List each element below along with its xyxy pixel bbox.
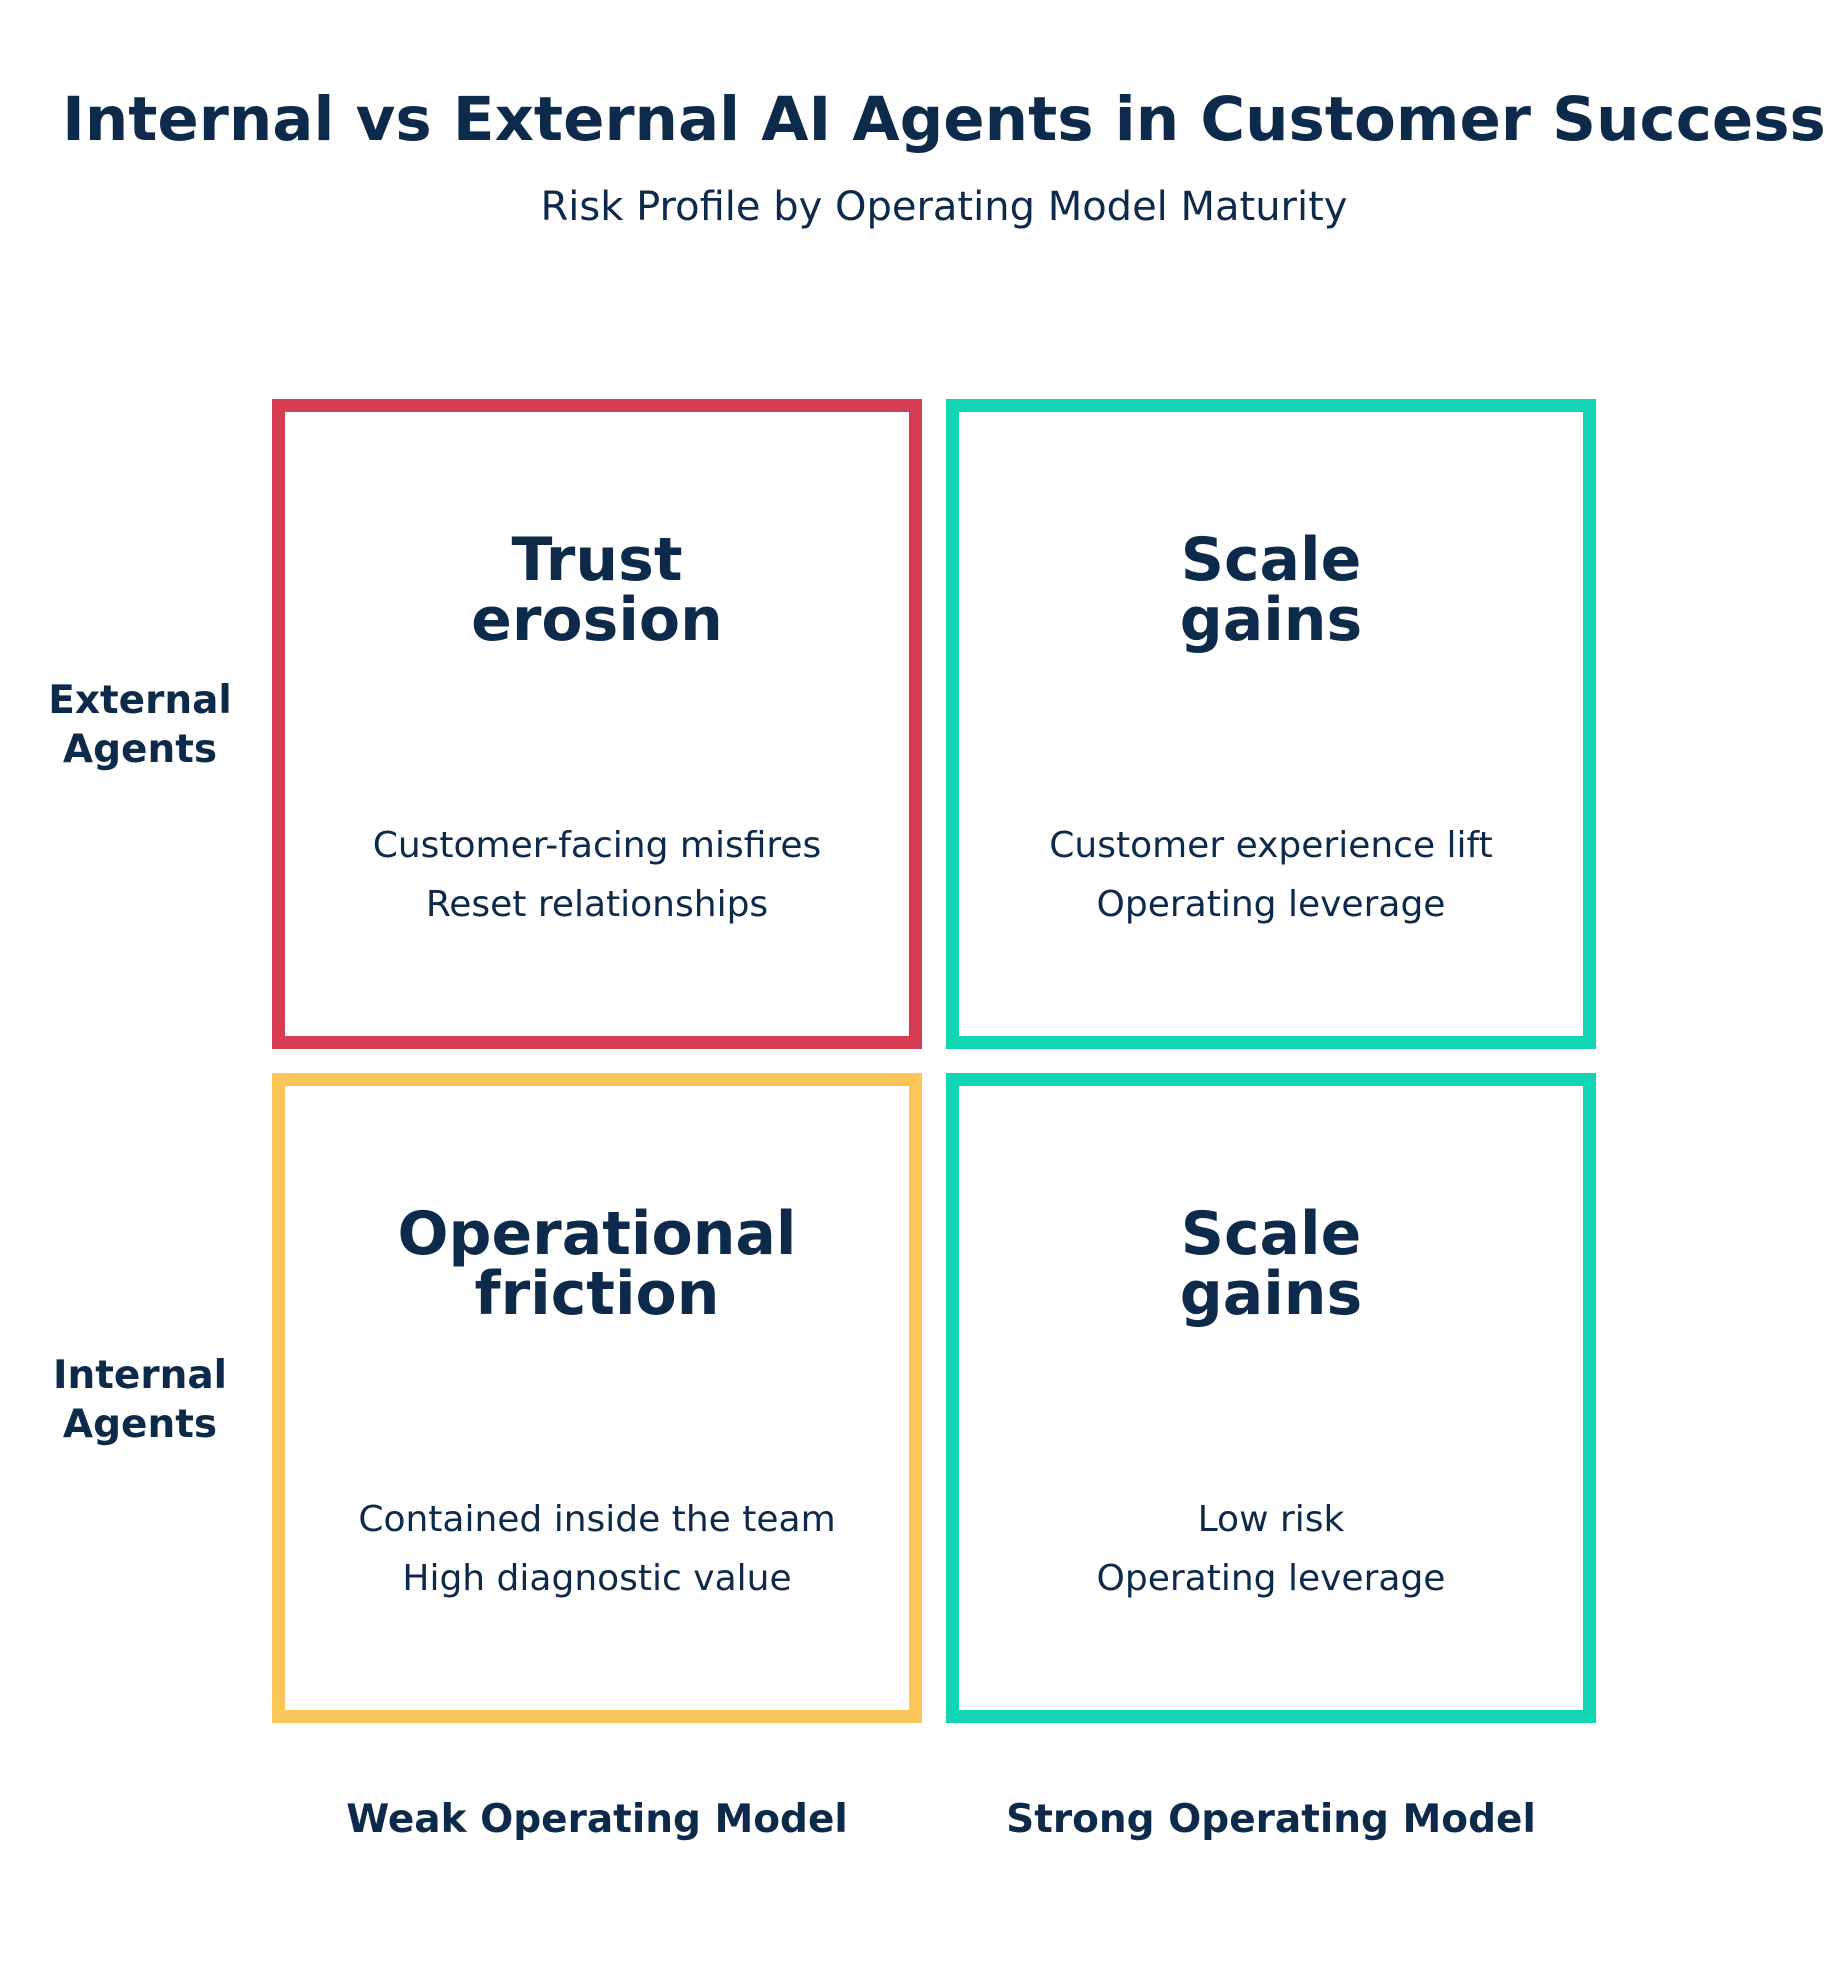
diagram-subtitle: Risk Profile by Operating Model Maturity (540, 184, 1348, 230)
quadrant-details: Contained inside the team High diagnosti… (285, 1490, 909, 1608)
quadrant-details: Customer experience lift Operating lever… (959, 816, 1583, 934)
quadrant-details: Low risk Operating leverage (959, 1490, 1583, 1608)
column-label-weak-operating-model: Weak Operating Model (346, 1797, 848, 1842)
quadrant-heading: Operational friction (397, 1199, 797, 1329)
column-label-strong-operating-model: Strong Operating Model (1006, 1797, 1536, 1842)
quadrant-detail-line: Contained inside the team (358, 1499, 836, 1540)
quadrant-scale-gains-internal: Scale gains Low risk Operating leverage (946, 1073, 1596, 1723)
quadrant-detail-line: Operating leverage (1096, 884, 1446, 925)
quadrant-detail-line: High diagnostic value (402, 1558, 792, 1599)
quadrant-detail-line: Low risk (1197, 1499, 1345, 1540)
quadrant-detail-line: Reset relationships (425, 884, 769, 925)
quadrant-scale-gains-external: Scale gains Customer experience lift Ope… (946, 399, 1596, 1049)
quadrant-heading: Trust erosion (471, 525, 723, 655)
quadrant-heading: Scale gains (1179, 525, 1363, 655)
quadrant-detail-line: Operating leverage (1096, 1558, 1446, 1599)
quadrant-trust-erosion: Trust erosion Customer-facing misfires R… (272, 399, 922, 1049)
quadrant-detail-line: Customer-facing misfires (372, 825, 822, 866)
quadrant-details: Customer-facing misfires Reset relations… (285, 816, 909, 934)
row-label-external-agents: External Agents (48, 678, 232, 772)
diagram-title: Internal vs External AI Agents in Custom… (62, 84, 1826, 155)
quadrant-operational-friction: Operational friction Contained inside th… (272, 1073, 922, 1723)
row-label-internal-agents: Internal Agents (52, 1353, 228, 1447)
quadrant-detail-line: Customer experience lift (1049, 825, 1493, 866)
quadrant-heading: Scale gains (1179, 1199, 1363, 1329)
